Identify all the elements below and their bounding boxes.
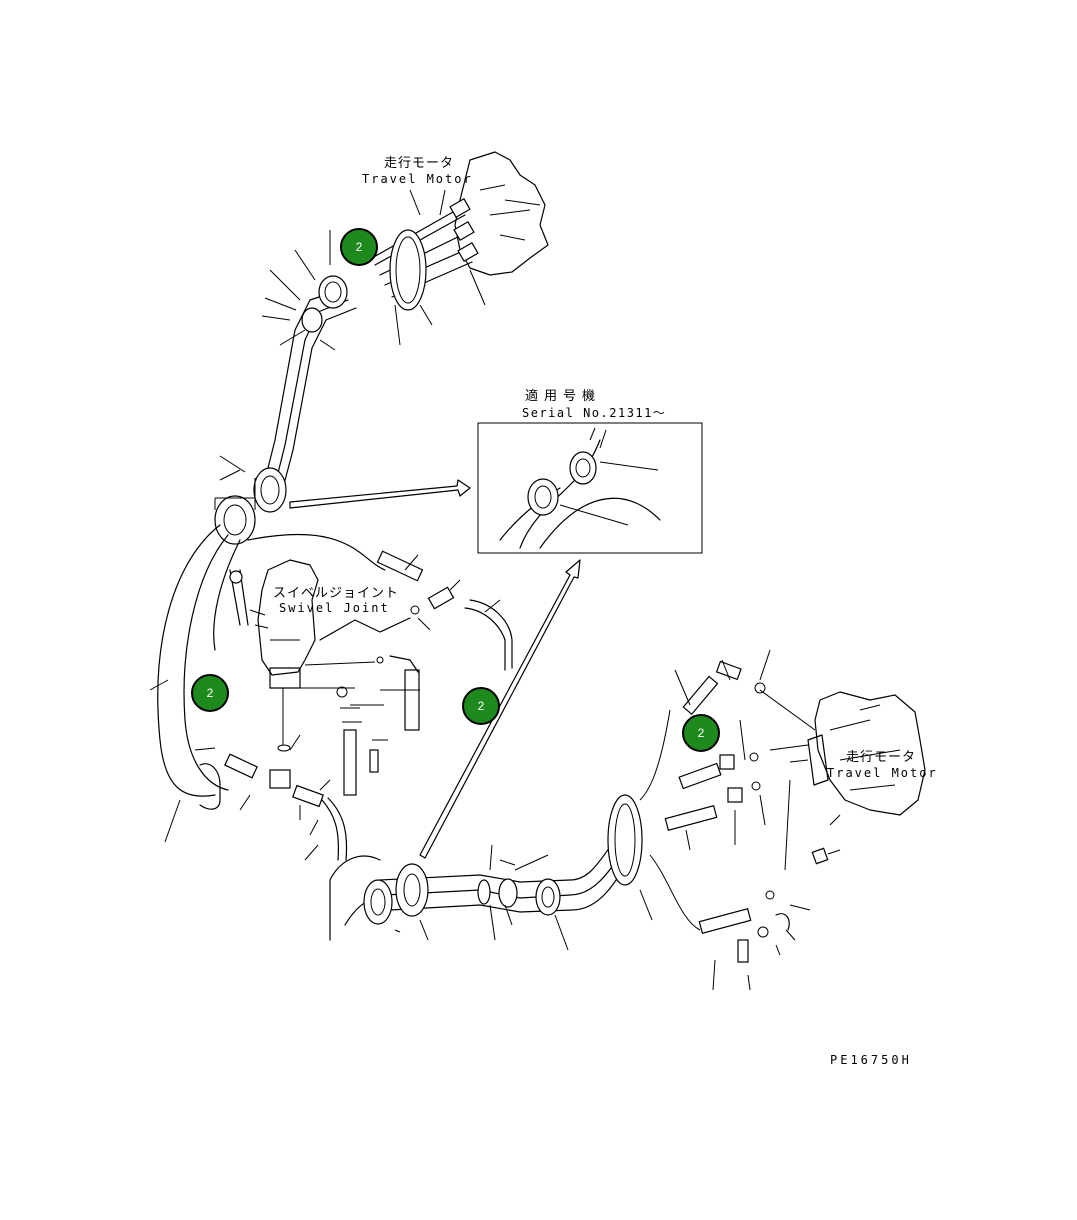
arrow-to-serial-box — [289, 479, 471, 509]
travel-motor-top-drawing — [371, 151, 549, 346]
travel-motor-right-drawing — [759, 689, 926, 816]
serial-detail-box — [477, 422, 703, 554]
travel-motor-top-jp-label: 走行モータ — [384, 156, 455, 171]
right-fittings — [664, 649, 841, 991]
swivel-joint-en-label: Swivel Joint — [279, 601, 390, 615]
serial-title-label: 適用号機 — [525, 389, 602, 404]
swivel-joint-jp-label: スイベルジョイント — [273, 586, 400, 601]
lower-left-fittings — [194, 734, 348, 861]
callout-badge-right[interactable]: 2 — [682, 714, 720, 752]
arrow-from-bottom — [419, 559, 581, 859]
travel-motor-right-jp-label: 走行モータ — [846, 750, 917, 765]
callout-badge-left[interactable]: 2 — [191, 674, 229, 712]
travel-motor-top-en-label: Travel Motor — [362, 172, 473, 186]
swivel-joint-drawing — [229, 559, 384, 752]
upper-hose-bundle — [214, 230, 357, 545]
drawing-code-label: PE16750H — [830, 1053, 912, 1067]
lower-hose-bundle — [329, 709, 701, 951]
serial-number-label: Serial No.21311〜 — [522, 406, 667, 420]
travel-motor-right-en-label: Travel Motor — [827, 766, 938, 780]
callout-badge-top[interactable]: 2 — [340, 228, 378, 266]
center-fittings — [319, 550, 513, 796]
left-hoses — [149, 524, 386, 843]
callout-badge-center[interactable]: 2 — [462, 687, 500, 725]
